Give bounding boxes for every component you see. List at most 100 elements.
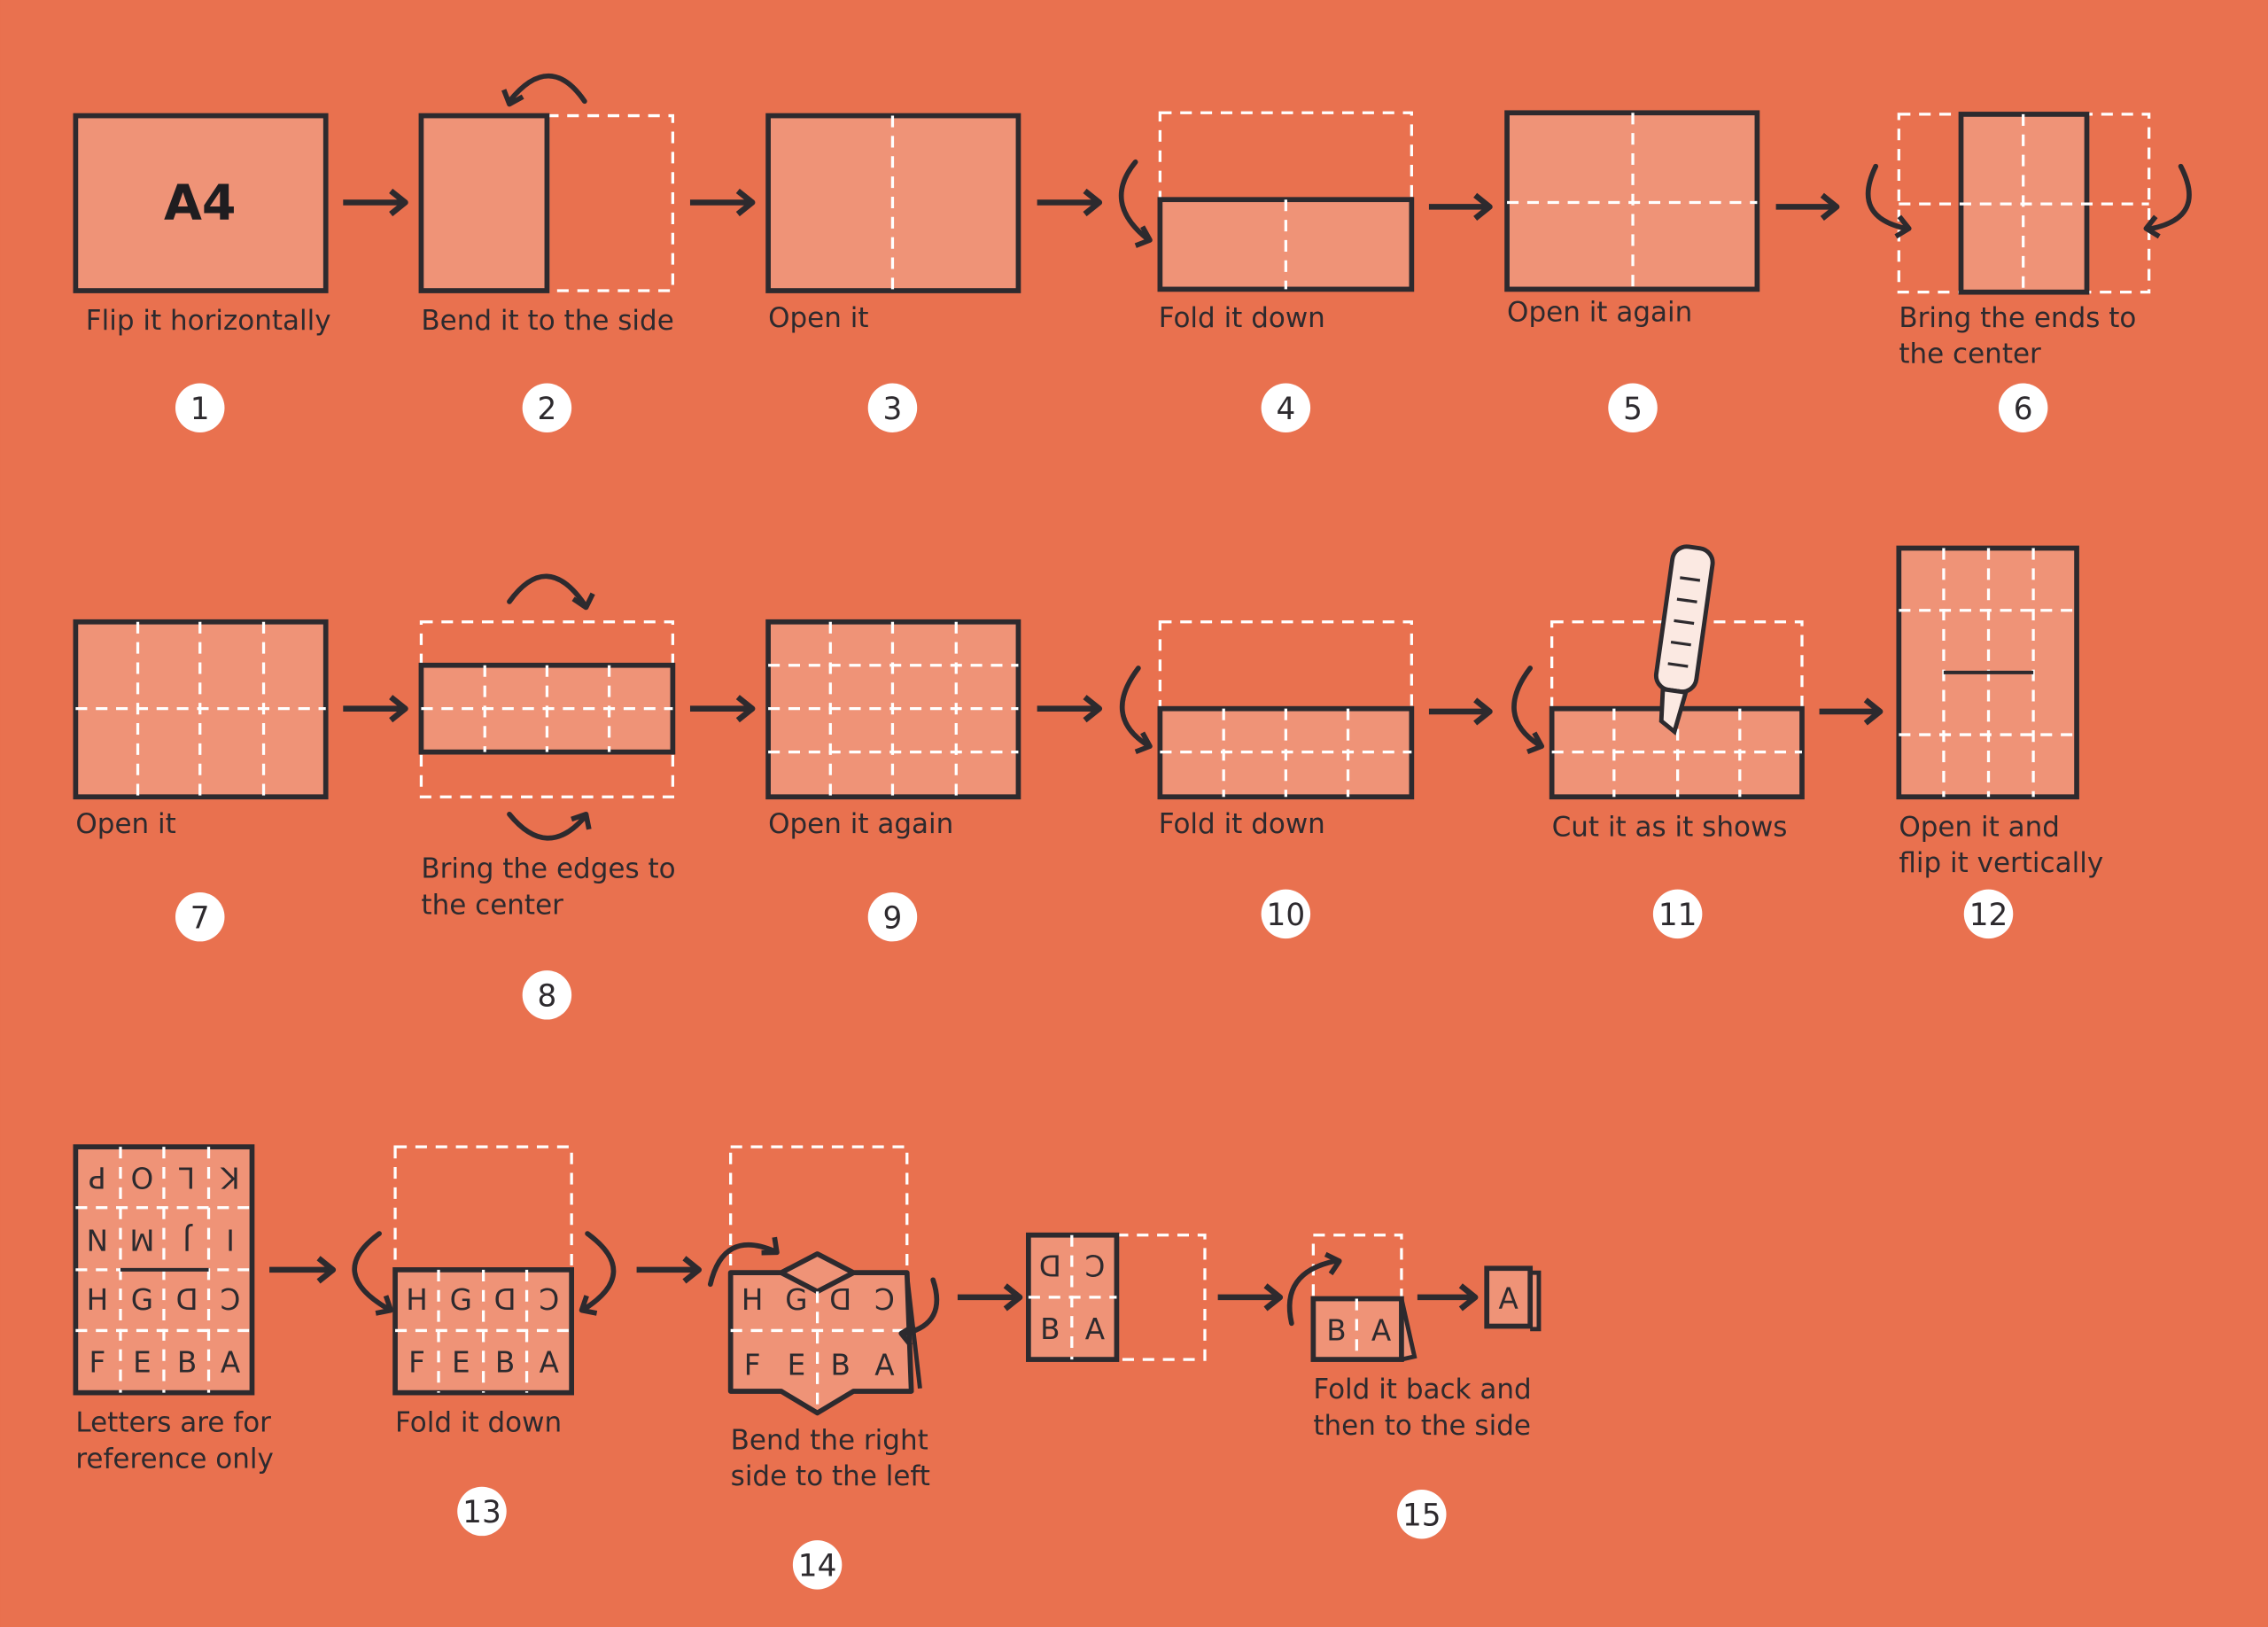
knife-grip xyxy=(1674,619,1695,626)
step-number-badge: 8 xyxy=(522,970,572,1020)
curved-arrow-icon xyxy=(1511,666,1545,755)
step-6 xyxy=(1897,112,2151,295)
reference-letter: D xyxy=(494,1283,517,1317)
step-8 xyxy=(418,620,676,798)
reference-letter: C xyxy=(1085,1250,1106,1284)
curved-arrow-icon xyxy=(898,1277,940,1348)
knife-grip xyxy=(1667,662,1689,668)
arrow-head xyxy=(898,1323,916,1348)
arrow-curve xyxy=(1119,666,1150,748)
arrow-head xyxy=(1473,697,1493,726)
knife-grip xyxy=(1680,576,1701,582)
arrow-right-icon xyxy=(1037,695,1103,723)
step-caption: Fold it down xyxy=(1159,808,1325,840)
arrow-curve xyxy=(1286,1258,1338,1327)
step-caption: Fold it down xyxy=(1159,302,1325,334)
reference-letter: N xyxy=(87,1223,108,1257)
arrow-right-icon xyxy=(1428,192,1493,221)
step-caption: Bring the ends to xyxy=(1899,302,2136,334)
reference-letter: D xyxy=(829,1283,851,1317)
step-caption: the center xyxy=(421,889,563,921)
step-number: 5 xyxy=(1623,392,1643,427)
reference-letter: B xyxy=(177,1345,197,1379)
step-number: 14 xyxy=(798,1548,837,1584)
step-number: 9 xyxy=(883,900,903,936)
step-caption: Bring the edges to xyxy=(421,853,675,885)
step-caption: side to the left xyxy=(731,1460,930,1492)
badge-circle xyxy=(522,970,572,1020)
badge-circle xyxy=(175,383,225,432)
arrow-head xyxy=(1863,697,1884,726)
dashed-outline xyxy=(419,620,675,798)
step-caption: Flip it horizontally xyxy=(86,305,331,337)
arrow-right-icon xyxy=(636,1256,703,1284)
step-caption: the center xyxy=(1899,339,2041,370)
reference-letter: I xyxy=(226,1223,235,1257)
step-caption: reference only xyxy=(75,1443,273,1475)
step-number-badge: 7 xyxy=(175,891,225,942)
arrow-curve xyxy=(1118,159,1150,242)
arrow-curve xyxy=(352,1231,391,1312)
arrow-curve xyxy=(707,1242,777,1288)
arrow-right-icon xyxy=(1775,192,1840,221)
badge-circle xyxy=(1608,383,1658,432)
arrow-head xyxy=(1134,731,1153,755)
reference-letter: D xyxy=(175,1283,198,1317)
arrow-right-icon xyxy=(957,1283,1023,1312)
reference-letter: C xyxy=(221,1283,241,1317)
step-number: 3 xyxy=(883,392,903,427)
step-caption: Open it xyxy=(768,302,868,334)
curved-arrow-icon xyxy=(507,811,592,841)
arrow-curve xyxy=(581,1231,617,1312)
curved-arrow-icon xyxy=(1118,159,1153,248)
step-caption: Letters are for xyxy=(75,1407,271,1439)
reference-letter: B xyxy=(831,1349,850,1382)
reference-letter: E xyxy=(452,1345,470,1379)
arrow-right-icon xyxy=(343,188,408,217)
step-caption: Open it and xyxy=(1899,811,2060,843)
curved-arrow-icon xyxy=(352,1231,394,1316)
arrow-curve xyxy=(1865,163,1909,231)
arrow-head xyxy=(1894,214,1912,239)
arrow-head xyxy=(501,89,524,107)
reference-letter: A xyxy=(1085,1312,1106,1346)
step-number-badge: 12 xyxy=(1963,889,2014,939)
curved-arrow-icon xyxy=(1119,666,1153,755)
arrow-head xyxy=(1003,1283,1023,1312)
reference-letter: O xyxy=(131,1160,154,1194)
arrow-curve xyxy=(507,811,587,841)
curved-arrow-icon xyxy=(501,73,587,107)
badge-circle xyxy=(792,1540,843,1590)
reference-letter: M xyxy=(129,1223,154,1257)
arrow-head xyxy=(761,1236,780,1256)
dashed-outline xyxy=(1158,620,1413,711)
step-caption: Open it again xyxy=(1507,296,1692,328)
step-caption: Cut it as it shows xyxy=(1552,811,1788,843)
reference-letter: C xyxy=(539,1283,559,1317)
reference-letter: H xyxy=(87,1283,109,1317)
step-number-badge: 14 xyxy=(792,1540,843,1590)
arrow-head xyxy=(571,592,595,611)
step-number: 8 xyxy=(538,978,557,1014)
curved-arrow-icon xyxy=(1865,163,1912,239)
step-caption: Fold it down xyxy=(395,1407,562,1439)
knife-blade xyxy=(1658,686,1689,736)
step-10 xyxy=(1157,620,1415,800)
step-4 xyxy=(1157,111,1415,292)
step-number-badge: 5 xyxy=(1608,383,1658,432)
arrow-head xyxy=(1324,1251,1342,1276)
arrow-right-icon xyxy=(269,1256,337,1284)
arrow-right-icon xyxy=(689,188,756,217)
badge-circle xyxy=(457,1486,507,1537)
reference-letter: B xyxy=(1040,1312,1060,1346)
reference-letter: B xyxy=(1326,1313,1346,1347)
badge-circle xyxy=(522,383,572,432)
badge-circle xyxy=(1261,383,1311,432)
reference-letter: G xyxy=(131,1283,153,1317)
step-number: 1 xyxy=(190,392,210,427)
arrow-head xyxy=(1263,1283,1284,1312)
